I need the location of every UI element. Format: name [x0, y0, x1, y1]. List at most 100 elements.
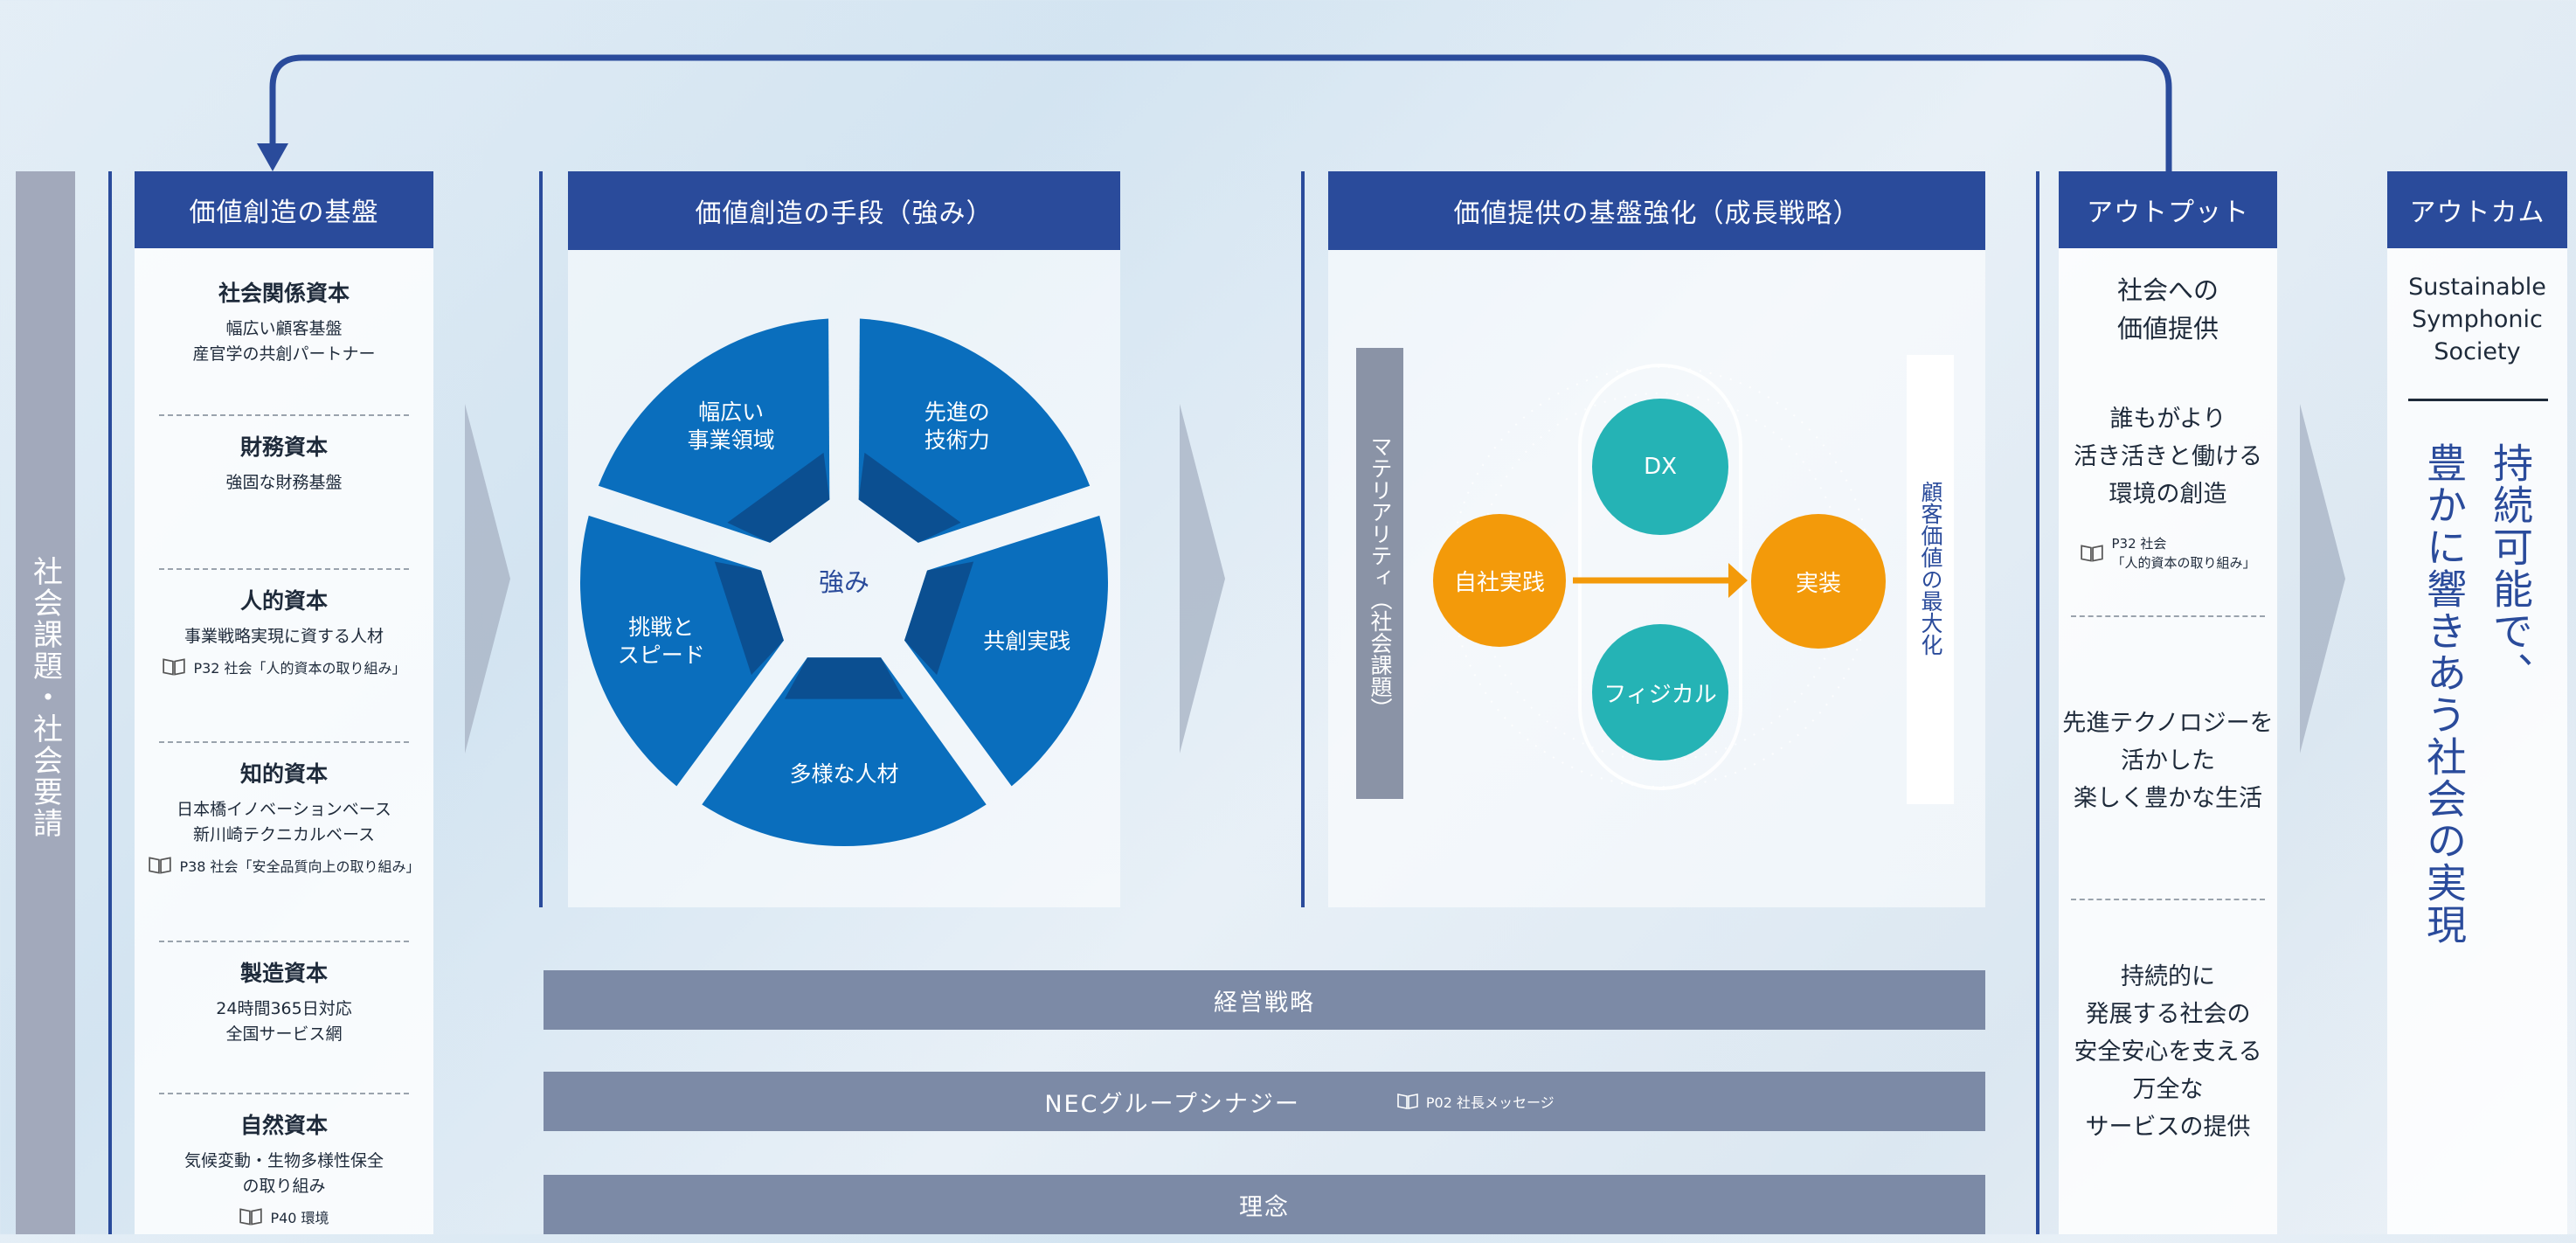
strengths-center-label: 強み: [819, 567, 869, 597]
section-divider: [159, 568, 409, 570]
capital-detail: 気候変動・生物多様性保全: [184, 1151, 384, 1170]
output-divider: [2071, 615, 2265, 617]
strength-label: 共創実践: [983, 628, 1070, 654]
base-sections: 社会関係資本幅広い顧客基盤産官学の共創パートナー財務資本強固な財務基盤人的資本事…: [135, 262, 433, 1243]
capital-section: 社会関係資本幅広い顧客基盤産官学の共創パートナー: [135, 262, 433, 414]
output-divider: [2071, 899, 2265, 900]
divider: [539, 171, 543, 907]
output-item: 誰もがより 活き活きと働ける 環境の創造 P32 社会 「人的資本の取り組み」: [2059, 395, 2277, 615]
materiality-bar: マテリアリティ（社会課題）: [1356, 348, 1403, 799]
synergy-ref-text: P02 社長メッセージ: [1425, 1094, 1555, 1111]
strength-segment: [702, 657, 987, 846]
social-issues-label: 社会課題・社会要請: [27, 556, 63, 839]
flow-chevron: [1180, 404, 1225, 753]
physical-node: フィジカル: [1592, 624, 1728, 760]
divider: [108, 171, 112, 1234]
strategy-bar: 経営戦略: [544, 970, 1985, 1030]
capital-detail: 全国サービス網: [225, 1024, 343, 1044]
section-divider: [159, 1093, 409, 1094]
implementation-node: 実装: [1751, 514, 1886, 649]
capital-section: 財務資本強固な財務基盤: [135, 416, 433, 568]
capital-section: 知的資本日本橋イノベーションベース新川崎テクニカルベース P38 社会「安全品質向…: [135, 743, 433, 941]
strength-segment-inner: [904, 561, 974, 676]
outcome-statement-line2: 豊かに響きあう社会の実現: [2420, 442, 2468, 946]
output-item-text: 先進テクノロジーを 活かした 楽しく豊かな生活: [2062, 709, 2274, 812]
strength-label: 多様な人材: [789, 761, 898, 787]
strength-label: 先進の技術力: [924, 399, 990, 453]
outcome-statement: 持続可能で、 豊かに響きあう社会の実現: [2387, 442, 2567, 946]
flow-chevron: [2300, 404, 2345, 753]
page-reference-text: P40 環境: [270, 1210, 329, 1226]
feedback-loop-arrow: [257, 54, 2172, 171]
capital-detail: 幅広い顧客基盤: [225, 319, 343, 338]
capital-section: 自然資本気候変動・生物多様性保全の取り組み P40 環境: [135, 1094, 433, 1243]
strength-segment-inner: [858, 452, 961, 543]
customer-value-label: 顧客価値の最大化: [1918, 481, 1943, 656]
capital-detail: 日本橋イノベーションベース: [177, 800, 391, 819]
philosophy-bar: 理念: [544, 1175, 1985, 1234]
output-item-text: 誰もがより 活き活きと働ける 環境の創造: [2074, 406, 2262, 508]
flow-chevron: [465, 404, 510, 753]
capital-title: 製造資本: [239, 961, 328, 986]
page-reference[interactable]: P40 環境: [135, 1206, 433, 1227]
capital-detail: 事業戦略実現に資する人材: [184, 627, 384, 646]
capital-section: 人的資本事業戦略実現に資する人材 P32 社会「人的資本の取り組み」: [135, 570, 433, 741]
outcome-panel: [2387, 171, 2567, 1234]
page-reference-text: P38 社会「安全品質向上の取り組み」: [179, 858, 420, 875]
capital-detail: 産官学の共創パートナー: [192, 344, 376, 364]
capital-title: 自然資本: [239, 1113, 328, 1138]
social-issues-band: 社会課題・社会要請: [16, 171, 75, 1234]
outcome-title: Sustainable Symphonic Society: [2408, 274, 2546, 365]
section-divider: [159, 741, 409, 743]
capital-title: 財務資本: [239, 434, 328, 460]
book-icon: [149, 857, 172, 874]
page-reference[interactable]: P38 社会「安全品質向上の取り組み」: [135, 855, 433, 876]
capital-title: 社会関係資本: [218, 281, 350, 306]
capital-title: 人的資本: [239, 588, 328, 614]
divider: [1301, 171, 1305, 907]
page-reference[interactable]: P32 社会 「人的資本の取り組み」: [2080, 534, 2256, 573]
strength-segment-inner: [727, 452, 830, 543]
book-icon: [163, 658, 186, 676]
capital-detail: 24時間365日対応: [216, 999, 352, 1018]
growth-header: 価値提供の基盤強化（成長戦略）: [1328, 171, 1985, 250]
customer-value-bar: 顧客価値の最大化: [1907, 355, 1954, 804]
outcome-divider: [2408, 399, 2548, 401]
section-divider: [159, 941, 409, 942]
capital-section: 製造資本 24時間365日対応全国サービス網: [135, 942, 433, 1093]
growth-panel: [1328, 171, 1985, 907]
divider: [2036, 171, 2039, 1234]
capital-title: 知的資本: [239, 761, 328, 787]
section-divider: [159, 414, 409, 416]
means-header: 価値創造の手段（強み）: [568, 171, 1120, 250]
output-panel: [2059, 171, 2277, 1234]
synergy-label: NECグループシナジー: [1044, 1090, 1300, 1118]
book-icon: [2081, 545, 2104, 562]
page-reference[interactable]: P32 社会「人的資本の取り組み」: [135, 656, 433, 677]
output-title: 社会への 価値提供: [2116, 275, 2219, 344]
strength-segment-inner: [784, 657, 904, 699]
capital-detail: 新川崎テクニカルベース: [192, 825, 376, 844]
base-panel: [135, 171, 433, 1234]
base-header: 価値創造の基盤: [135, 171, 433, 248]
book-icon: [239, 1208, 263, 1226]
strength-label: 挑戦とスピード: [618, 615, 705, 668]
output-header: アウトプット: [2059, 171, 2277, 248]
output-item-text: 持続的に 発展する社会の 安全安心を支える 万全な サービスの提供: [2074, 962, 2262, 1141]
strength-segment: [858, 318, 1091, 543]
strength-segment-inner: [714, 561, 784, 676]
capital-detail: 強固な財務基盤: [225, 473, 343, 492]
self-practice-node: 自社実践: [1433, 514, 1566, 647]
synergy-bar: NECグループシナジー P02 社長メッセージ: [544, 1072, 1985, 1131]
materiality-label: マテリアリティ（社会課題）: [1368, 435, 1393, 719]
capital-detail: の取り組み: [242, 1177, 326, 1196]
output-items: 誰もがより 活き活きと働ける 環境の創造 P32 社会 「人的資本の取り組み」先進…: [2059, 395, 2277, 1198]
page-reference-text: P32 社会 「人的資本の取り組み」: [2111, 536, 2256, 571]
outcome-header: アウトカム: [2387, 171, 2567, 248]
book-icon: [1397, 1094, 1418, 1109]
page-reference-text: P32 社会「人的資本の取り組み」: [193, 660, 406, 677]
dx-node: DX: [1592, 399, 1728, 535]
synergy-ref: P02 社長メッセージ: [1396, 1091, 1555, 1112]
output-item: 先進テクノロジーを 活かした 楽しく豊かな生活: [2059, 617, 2277, 899]
